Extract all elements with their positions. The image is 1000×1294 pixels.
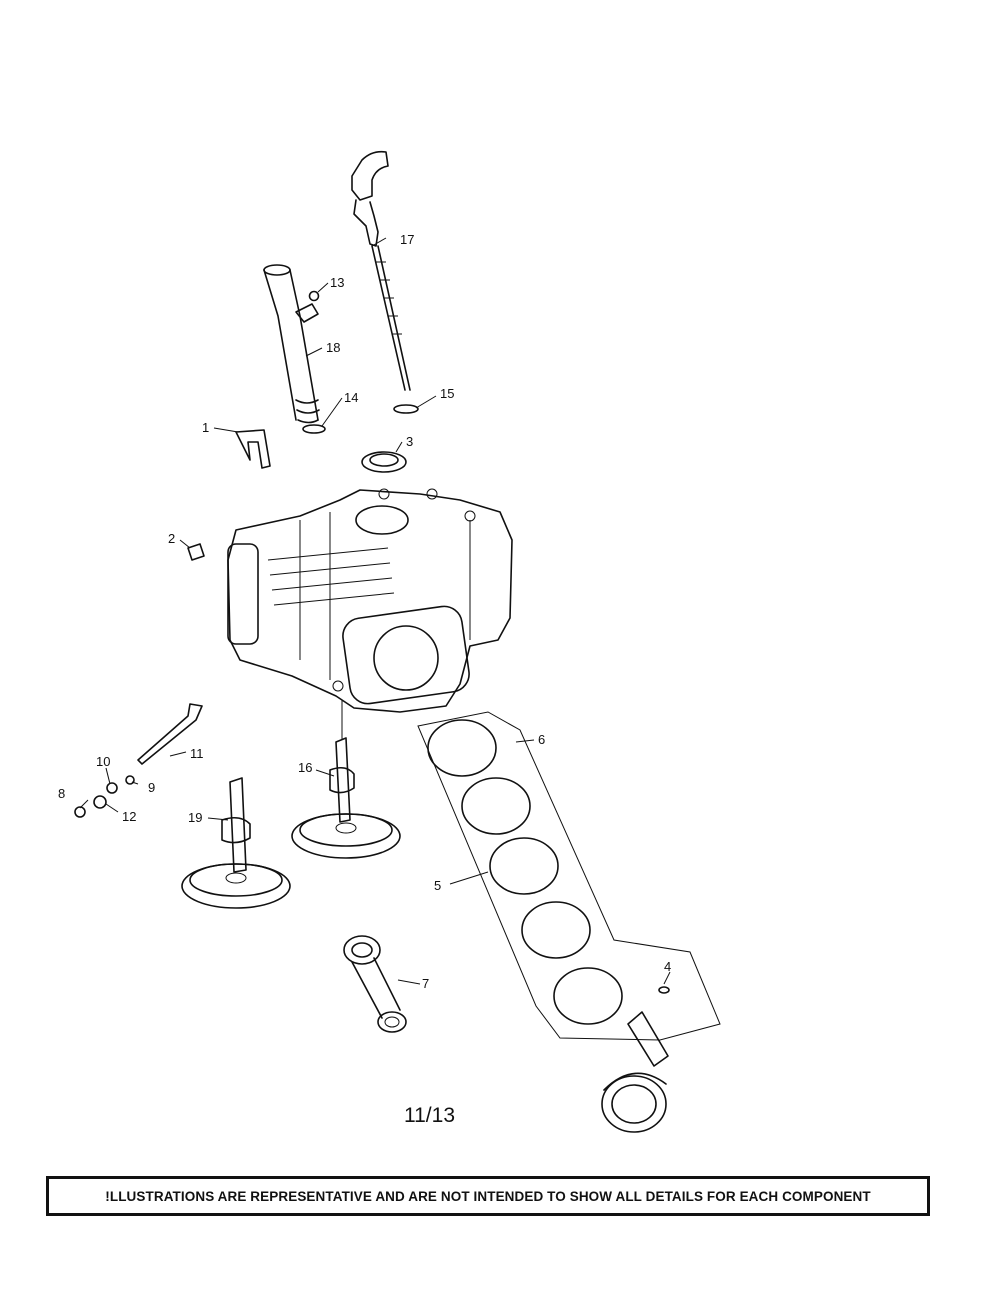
callout-7: 7: [422, 976, 429, 991]
callout-3: 3: [406, 434, 413, 449]
o-ring-part-14: [302, 424, 326, 434]
callout-labels: 17 13 18 14 15 3 1 2 4 5 6 7 8 9 10 11 1…: [58, 232, 671, 991]
washer-part-10: [106, 782, 118, 794]
bracket-part-1: [235, 429, 271, 469]
callout-8: 8: [58, 786, 65, 801]
crankcase-block: [227, 488, 513, 713]
callout-6: 6: [538, 732, 545, 747]
callout-13: 13: [330, 275, 344, 290]
washer-part-12: [93, 795, 107, 809]
nut-part-8: [74, 806, 86, 818]
pin-part-11: [137, 703, 203, 765]
callout-4: 4: [664, 959, 671, 974]
callout-17: 17: [400, 232, 414, 247]
oil-seal-part-3: [361, 451, 407, 473]
page-number: 11/13: [404, 1104, 455, 1127]
fill-tube-part-18: [263, 264, 320, 424]
callout-11: 11: [190, 746, 204, 761]
ring-set-outline: [417, 711, 721, 1041]
piston: [601, 1072, 667, 1133]
disclaimer-text: !LLUSTRATIONS ARE REPRESENTATIVE AND ARE…: [105, 1188, 871, 1204]
leader-lines: [79, 237, 671, 985]
callout-16: 16: [298, 760, 312, 775]
gasket-part-15: [393, 404, 419, 414]
callout-19: 19: [188, 810, 202, 825]
piston-pin: [627, 1011, 669, 1067]
callout-12: 12: [122, 809, 136, 824]
piston-rings-part-5: [427, 719, 623, 1025]
callout-18: 18: [326, 340, 340, 355]
disclaimer-box: !LLUSTRATIONS ARE REPRESENTATIVE AND ARE…: [46, 1176, 930, 1216]
camshaft-part-19: [181, 777, 291, 909]
callout-9: 9: [148, 780, 155, 795]
callout-10: 10: [96, 754, 110, 769]
callout-5: 5: [434, 878, 441, 893]
callout-1: 1: [202, 420, 209, 435]
clip-part-4: [658, 986, 670, 994]
callout-14: 14: [344, 390, 358, 405]
callout-15: 15: [440, 386, 454, 401]
callout-2: 2: [168, 531, 175, 546]
dipstick-part-17: [351, 150, 411, 391]
dowel-part-2: [187, 543, 205, 561]
connecting-rod-part-7: [343, 935, 407, 1033]
nut-part-13: [308, 290, 320, 302]
ring-part-9: [125, 775, 135, 785]
camshaft-part-16: [291, 737, 401, 859]
